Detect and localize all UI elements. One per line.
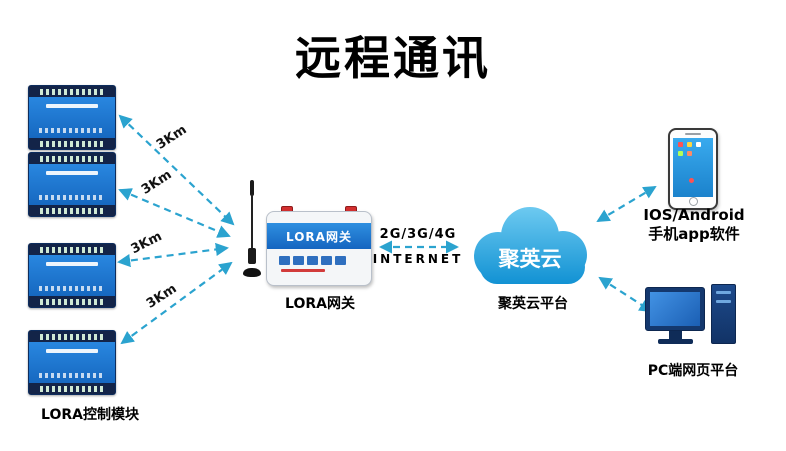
cloud-name-text: 聚英云 [498, 247, 562, 271]
phone-caption: IOS/Android 手机app软件 [632, 206, 756, 244]
module-terminal-strip [29, 331, 115, 342]
module-body [29, 342, 115, 383]
pc-caption: PC端网页平台 [647, 363, 739, 379]
gateway-ports [279, 255, 359, 266]
modules-caption: LORA控制模块 [41, 407, 139, 423]
module-terminal-strip [29, 296, 115, 307]
phone-screen [673, 138, 713, 197]
gateway-caption: LORA网关 [285, 296, 355, 312]
cloud-shape [474, 207, 587, 284]
cloud-caption: 聚英云平台 [498, 296, 568, 312]
pc-monitor-stand [669, 331, 682, 339]
pc-monitor-base [658, 339, 693, 344]
smartphone-icon [668, 128, 718, 210]
module-body [29, 164, 115, 205]
distance-label-3: 3Km [128, 228, 165, 258]
module-body [29, 255, 115, 296]
distance-label-1: 3Km [153, 122, 190, 153]
phone-caption-line1: IOS/Android [643, 206, 745, 224]
gateway-device-label: LORA网关 [267, 223, 371, 249]
module-terminal-strip [29, 383, 115, 394]
phone-caption-line2: 手机app软件 [648, 225, 740, 243]
desktop-pc-icon [645, 284, 740, 352]
module-terminal-strip [29, 153, 115, 164]
gateway-body: LORA网关 [266, 211, 372, 286]
lora-control-module-1 [28, 85, 116, 150]
module-terminal-strip [29, 138, 115, 149]
arrow-module4-gateway [120, 261, 233, 345]
distance-label-4: 3Km [143, 281, 180, 312]
module-body [29, 97, 115, 138]
diagram-title: 远程通讯 [295, 31, 491, 85]
pc-tower [711, 284, 736, 344]
arrow-module2-gateway [118, 188, 231, 238]
wan-internet-label: INTERNET [372, 252, 464, 266]
lora-antenna-icon [242, 180, 262, 284]
lora-control-module-2 [28, 152, 116, 217]
wan-technology-label: 2G/3G/4G [379, 227, 457, 242]
phone-speaker [685, 133, 701, 135]
cloud-icon: 聚英云 [474, 207, 587, 284]
lora-control-module-4 [28, 330, 116, 395]
module-terminal-strip [29, 244, 115, 255]
lora-control-module-3 [28, 243, 116, 308]
arrow-cloud-pc [598, 276, 653, 313]
module-terminal-strip [29, 86, 115, 97]
lora-gateway-device: LORA网关 [266, 206, 372, 286]
gateway-detail-line [281, 269, 325, 272]
module-terminal-strip [29, 205, 115, 216]
pc-monitor [645, 287, 705, 331]
distance-label-2: 3Km [138, 167, 175, 198]
phone-home-button [689, 197, 698, 206]
